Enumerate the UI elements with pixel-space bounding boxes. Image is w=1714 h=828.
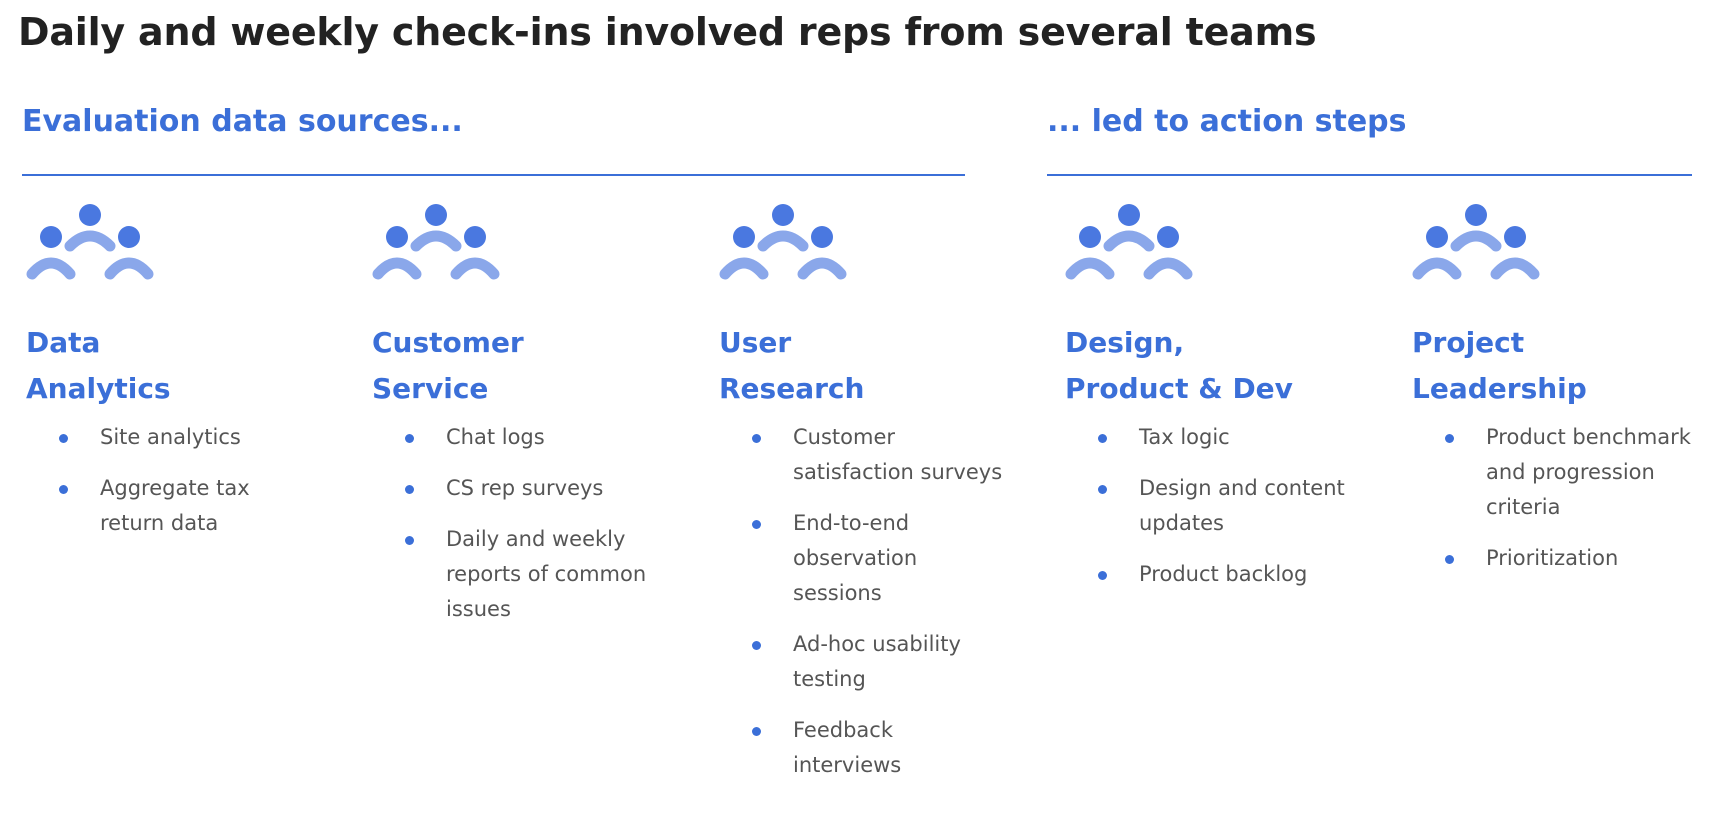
list-item-text: testing [793, 667, 866, 691]
team-name-line: Research [719, 372, 865, 405]
list-item-text: Site analytics [100, 425, 241, 449]
list-item-text: Aggregate tax [100, 476, 250, 500]
team-name-line: Leadership [1412, 372, 1587, 405]
people-group-icon [719, 200, 1039, 282]
list-item-text: and progression [1486, 460, 1655, 484]
people-group-icon [1412, 200, 1714, 282]
page-title: Daily and weekly check-ins involved reps… [18, 10, 1317, 54]
bullet-icon [752, 727, 761, 736]
list-item-text: CS rep surveys [446, 476, 604, 500]
team-name-line: Analytics [26, 372, 171, 405]
bullet-icon [1098, 434, 1107, 443]
list-item-text: Product backlog [1139, 562, 1308, 586]
section-divider-sources [22, 174, 965, 176]
bullet-icon [752, 434, 761, 443]
bullet-icon [752, 641, 761, 650]
bullet-icon [752, 520, 761, 529]
list-item: Ad-hoc usability testing [719, 627, 1039, 697]
bullet-icon [405, 434, 414, 443]
team-item-list: Product benchmark and progression criteria… [1412, 420, 1714, 576]
team-name-line: Design, [1065, 326, 1185, 359]
list-item-text: Ad-hoc usability [793, 632, 961, 656]
list-item: Feedback interviews [719, 713, 1039, 783]
bullet-icon [405, 485, 414, 494]
list-item: Aggregate tax return data [26, 471, 346, 541]
list-item: Prioritization [1412, 541, 1714, 576]
list-item: Product benchmark and progression criteria [1412, 420, 1714, 525]
team-name-line: Project [1412, 326, 1525, 359]
team-name-line: Product & Dev [1065, 372, 1293, 405]
team-name-line: User [719, 326, 792, 359]
list-item-text: Customer [793, 425, 896, 449]
list-item: CS rep surveys [372, 471, 692, 506]
list-item-text: reports of common [446, 562, 647, 586]
list-item-text: End-to-end [793, 511, 910, 535]
list-item-text: sessions [793, 581, 882, 605]
list-item-text: Daily and weekly [446, 527, 626, 551]
list-item-text: issues [446, 597, 511, 621]
section-heading-actions: ... led to action steps [1047, 104, 1407, 139]
list-item: Tax logic [1065, 420, 1385, 455]
people-group-icon [372, 200, 692, 282]
team-name-line: Service [372, 372, 489, 405]
list-item: Customer satisfaction surveys [719, 420, 1039, 490]
list-item-text: observation [793, 546, 918, 570]
bullet-icon [1098, 571, 1107, 580]
list-item-text: satisfaction surveys [793, 460, 1003, 484]
list-item-text: Feedback [793, 718, 894, 742]
bullet-icon [1445, 555, 1454, 564]
people-group-icon [26, 200, 346, 282]
section-divider-actions [1047, 174, 1692, 176]
list-item-text: Product benchmark [1486, 425, 1691, 449]
list-item-text: Chat logs [446, 425, 545, 449]
list-item-text: updates [1139, 511, 1224, 535]
list-item-text: interviews [793, 753, 902, 777]
section-heading-sources: Evaluation data sources... [22, 104, 463, 139]
list-item-text: Tax logic [1139, 425, 1230, 449]
team-name-line: Data [26, 326, 101, 359]
bullet-icon [1445, 434, 1454, 443]
list-item: Site analytics [26, 420, 346, 455]
list-item: Daily and weekly reports of common issues [372, 522, 692, 627]
team-name: Design, Product & Dev [1065, 320, 1385, 412]
bullet-icon [1098, 485, 1107, 494]
team-name-line: Customer [372, 326, 524, 359]
list-item-text: criteria [1486, 495, 1561, 519]
list-item: Design and content updates [1065, 471, 1385, 541]
list-item-text: return data [100, 511, 219, 535]
bullet-icon [405, 536, 414, 545]
people-group-icon [1065, 200, 1385, 282]
list-item: End-to-end observation sessions [719, 506, 1039, 611]
bullet-icon [59, 434, 68, 443]
list-item: Product backlog [1065, 557, 1385, 592]
list-item-text: Design and content [1139, 476, 1345, 500]
bullet-icon [59, 485, 68, 494]
list-item: Chat logs [372, 420, 692, 455]
list-item-text: Prioritization [1486, 546, 1619, 570]
